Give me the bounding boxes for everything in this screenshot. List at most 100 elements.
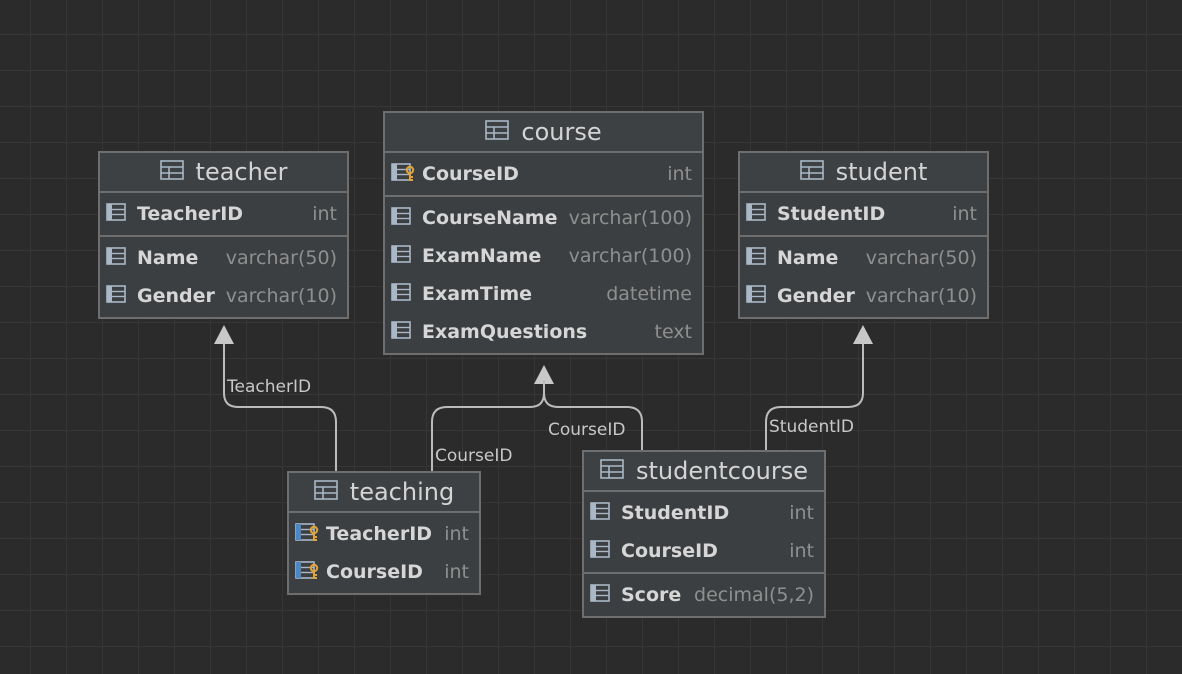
table-header[interactable]: student xyxy=(740,153,987,193)
table-header[interactable]: teaching xyxy=(289,473,479,513)
table-header[interactable]: teacher xyxy=(100,153,347,193)
column-section: Score decimal(5,2) xyxy=(584,572,824,616)
column-name: ExamName xyxy=(422,245,542,267)
column-type: int xyxy=(789,502,814,524)
column-name: StudentID xyxy=(777,203,886,225)
column-icon xyxy=(391,282,415,306)
column-type: varchar(100) xyxy=(568,207,692,229)
column-type: int xyxy=(952,203,977,225)
column-type: int xyxy=(444,561,469,583)
column-row[interactable]: StudentID int xyxy=(740,195,987,233)
column-icon xyxy=(106,246,130,270)
column-icon xyxy=(106,284,130,308)
column-type: datetime xyxy=(606,283,692,305)
arrowhead-icon xyxy=(214,325,234,344)
column-name: Name xyxy=(137,247,199,269)
column-section: StudentID int xyxy=(740,193,987,235)
column-row[interactable]: ExamTime datetime xyxy=(385,275,702,313)
column-row[interactable]: Name varchar(50) xyxy=(100,239,347,277)
column-type: int xyxy=(312,203,337,225)
table-header[interactable]: course xyxy=(385,113,702,153)
column-icon xyxy=(746,284,770,308)
table-name: teacher xyxy=(195,158,288,186)
column-type: varchar(10) xyxy=(225,285,337,307)
table-icon xyxy=(159,160,184,184)
column-row[interactable]: CourseID int xyxy=(584,532,824,570)
foreign-key-column-icon xyxy=(295,522,319,546)
table-header[interactable]: studentcourse xyxy=(584,452,824,492)
column-row[interactable]: Gender varchar(10) xyxy=(100,277,347,315)
column-name: ExamTime xyxy=(422,283,533,305)
table-name: studentcourse xyxy=(636,457,808,485)
column-name: ExamQuestions xyxy=(422,321,588,343)
column-type: varchar(10) xyxy=(865,285,977,307)
column-row[interactable]: CourseID int xyxy=(385,155,702,193)
column-type: int xyxy=(789,540,814,562)
table-icon xyxy=(313,480,338,504)
column-row[interactable]: Gender varchar(10) xyxy=(740,277,987,315)
column-name: CourseID xyxy=(422,163,519,185)
column-type: decimal(5,2) xyxy=(694,584,814,606)
relation-label-studentid: StudentID xyxy=(769,417,855,437)
column-name: TeacherID xyxy=(326,523,433,545)
relation-line-teaching-course[interactable] xyxy=(431,380,545,471)
column-icon xyxy=(391,206,415,230)
column-row[interactable]: ExamQuestions text xyxy=(385,313,702,351)
relation-label-teacherid: TeacherID xyxy=(227,377,312,397)
column-name: TeacherID xyxy=(137,203,244,225)
relation-label-teaching-courseid: CourseID xyxy=(435,446,513,466)
foreign-key-column-icon xyxy=(295,560,319,584)
table-name: teaching xyxy=(349,478,455,506)
column-type: varchar(100) xyxy=(568,245,692,267)
column-icon xyxy=(590,583,614,607)
column-type: int xyxy=(444,523,469,545)
relation-line-studentcourse-student[interactable] xyxy=(765,340,864,450)
column-type: text xyxy=(654,321,693,343)
column-row[interactable]: TeacherID int xyxy=(289,515,479,553)
column-icon xyxy=(391,244,415,268)
column-icon xyxy=(590,501,614,525)
column-type: varchar(50) xyxy=(225,247,337,269)
table-icon xyxy=(600,459,624,483)
relation-label-studentcourse-courseid: CourseID xyxy=(548,420,626,440)
arrowhead-icon xyxy=(534,365,554,384)
column-icon xyxy=(106,202,130,226)
column-name: Name xyxy=(777,247,839,269)
column-section: Name varchar(50) Gender varchar(10) xyxy=(100,235,347,317)
column-row[interactable]: ExamName varchar(100) xyxy=(385,237,702,275)
column-icon xyxy=(746,202,770,226)
column-name: CourseID xyxy=(621,540,718,562)
column-section: TeacherID int xyxy=(100,193,347,235)
arrowhead-icon xyxy=(853,325,873,344)
column-icon xyxy=(391,320,415,344)
table-icon xyxy=(799,160,824,184)
table-name: student xyxy=(835,158,928,186)
column-name: Gender xyxy=(137,285,215,307)
column-section: CourseID int xyxy=(385,153,702,195)
column-name: Score xyxy=(621,584,682,606)
relation-line-studentcourse-course[interactable] xyxy=(543,380,643,450)
relation-line-teaching-teacher[interactable] xyxy=(223,340,337,471)
column-row[interactable]: TeacherID int xyxy=(100,195,347,233)
column-icon xyxy=(590,539,614,563)
column-name: Gender xyxy=(777,285,855,307)
column-type: int xyxy=(667,163,692,185)
table-name: course xyxy=(521,118,602,146)
column-row[interactable]: Score decimal(5,2) xyxy=(584,576,824,614)
table-icon xyxy=(485,120,510,144)
